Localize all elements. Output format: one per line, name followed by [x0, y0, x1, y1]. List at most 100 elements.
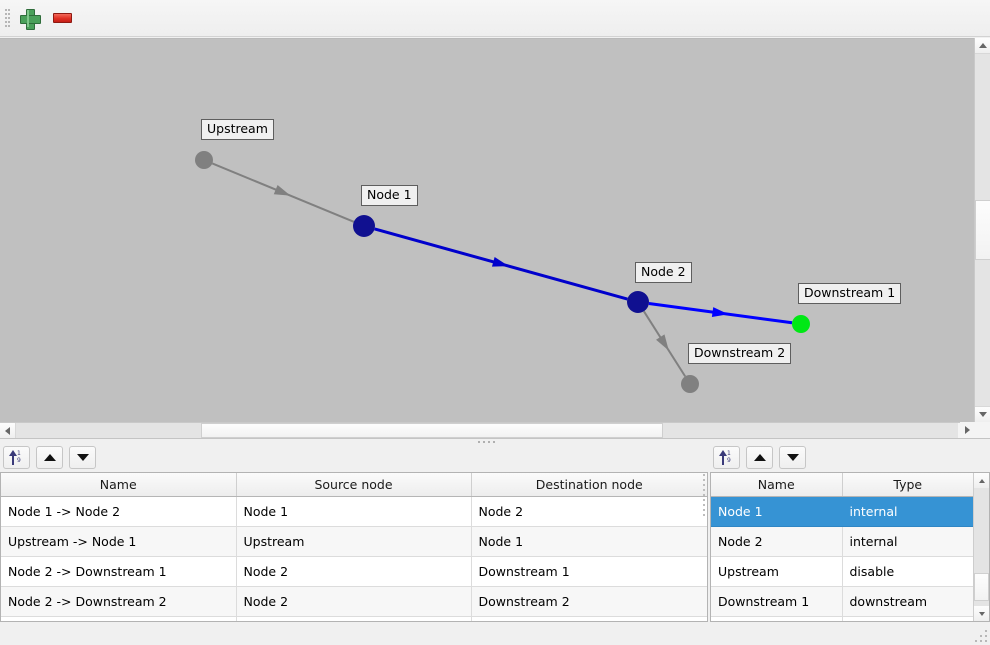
- sort-ascending-icon: 1 9: [718, 450, 735, 465]
- graph-node-label-node2[interactable]: Node 2: [635, 262, 692, 283]
- v-scroll-thumb[interactable]: [975, 200, 990, 260]
- links-cell-3-0[interactable]: Node 2 -> Downstream 2: [1, 586, 237, 617]
- nodes-cell-0-0[interactable]: Node 1: [711, 496, 843, 527]
- chevron-right-icon: [964, 426, 970, 434]
- graph-node-label-node1[interactable]: Node 1: [361, 185, 418, 206]
- plus-icon: [19, 8, 41, 30]
- links-cell-0-2[interactable]: Node 2: [471, 496, 707, 527]
- window-resize-grip[interactable]: [975, 630, 988, 643]
- graph-node-label-upstream[interactable]: Upstream: [201, 119, 274, 140]
- sort-ascending-icon: 1 9: [8, 450, 25, 465]
- links-empty-row: [1, 616, 707, 621]
- links-column-header-1[interactable]: Source node: [236, 473, 472, 497]
- links-move-down-button[interactable]: [69, 446, 96, 469]
- nodes-empty-cell: [842, 616, 973, 621]
- chevron-left-icon: [5, 426, 10, 435]
- graph-node-node2[interactable]: [627, 291, 649, 313]
- toolbar-grip[interactable]: [5, 9, 10, 29]
- nodes-column-header-1[interactable]: Type: [842, 473, 973, 497]
- links-move-up-button[interactable]: [36, 446, 63, 469]
- nodes-move-up-button[interactable]: [746, 446, 773, 469]
- canvas-horizontal-scrollbar[interactable]: [0, 422, 974, 438]
- graph-edge-arrow-upstream-node1: [273, 184, 291, 196]
- add-button[interactable]: [14, 4, 44, 32]
- graph-edge-arrow-node2-downstream1: [711, 307, 729, 318]
- links-empty-cell: [1, 616, 237, 621]
- nodes-cell-2-1[interactable]: disable: [842, 556, 973, 587]
- triangle-down-icon: [76, 454, 89, 461]
- triangle-up-icon: [43, 454, 56, 461]
- nodes-empty-row: [711, 616, 973, 621]
- nodes-cell-2-0[interactable]: Upstream: [711, 556, 843, 587]
- minus-icon: [52, 13, 72, 23]
- splitter-grip: [478, 441, 496, 444]
- horizontal-splitter[interactable]: [0, 438, 990, 445]
- links-cell-3-2[interactable]: Downstream 2: [471, 586, 707, 617]
- links-column-header-2[interactable]: Destination node: [471, 473, 707, 497]
- links-cell-3-1[interactable]: Node 2: [236, 586, 472, 617]
- nodes-cell-3-1[interactable]: downstream: [842, 586, 973, 617]
- graph-node-label-downstream2[interactable]: Downstream 2: [688, 343, 792, 364]
- links-toolbar: 1 9: [0, 444, 708, 471]
- nodes-cell-0-1[interactable]: internal: [842, 496, 973, 527]
- chevron-down-icon: [978, 611, 985, 616]
- nodes-scroll-thumb[interactable]: [974, 573, 989, 601]
- links-cell-0-0[interactable]: Node 1 -> Node 2: [1, 496, 237, 527]
- chevron-down-icon: [979, 412, 987, 417]
- h-scroll-thumb[interactable]: [201, 423, 663, 438]
- links-cell-2-0[interactable]: Node 2 -> Downstream 1: [1, 556, 237, 587]
- graph-edges: [211, 162, 793, 377]
- links-empty-cell: [236, 616, 472, 621]
- graph-node-node1[interactable]: [353, 215, 375, 237]
- nodes-toolbar: 1 9: [710, 444, 990, 471]
- links-cell-1-2[interactable]: Node 1: [471, 526, 707, 557]
- triangle-down-icon: [786, 454, 799, 461]
- canvas-vertical-scrollbar[interactable]: [974, 38, 990, 422]
- links-cell-2-2[interactable]: Downstream 1: [471, 556, 707, 587]
- links-empty-cell: [471, 616, 707, 621]
- nodes-sort-button[interactable]: 1 9: [713, 446, 740, 469]
- scroll-up-button[interactable]: [975, 38, 990, 54]
- nodes-table-scrollbar[interactable]: [973, 473, 989, 621]
- nodes-cell-3-0[interactable]: Downstream 1: [711, 586, 843, 617]
- graph-node-label-downstream1[interactable]: Downstream 1: [798, 283, 902, 304]
- scroll-left-button[interactable]: [0, 423, 16, 438]
- graph-node-downstream2[interactable]: [681, 375, 699, 393]
- links-column-header-0[interactable]: Name: [1, 473, 237, 497]
- links-cell-1-0[interactable]: Upstream -> Node 1: [1, 526, 237, 557]
- nodes-empty-cell: [711, 616, 843, 621]
- graph-node-downstream1[interactable]: [792, 315, 810, 333]
- links-sort-button[interactable]: 1 9: [3, 446, 30, 469]
- remove-button[interactable]: [47, 4, 77, 32]
- vertical-splitter-grip[interactable]: [702, 474, 707, 584]
- links-cell-0-1[interactable]: Node 1: [236, 496, 472, 527]
- nodes-cell-1-0[interactable]: Node 2: [711, 526, 843, 557]
- nodes-scroll-down-button[interactable]: [974, 606, 989, 621]
- links-cell-1-1[interactable]: Upstream: [236, 526, 472, 557]
- graph-node-upstream[interactable]: [195, 151, 213, 169]
- nodes-scroll-up-button[interactable]: [974, 473, 989, 488]
- nodes-move-down-button[interactable]: [779, 446, 806, 469]
- scroll-down-button[interactable]: [975, 406, 990, 422]
- scroll-right-button[interactable]: [960, 422, 974, 438]
- nodes-column-header-0[interactable]: Name: [711, 473, 843, 497]
- links-cell-2-1[interactable]: Node 2: [236, 556, 472, 587]
- nodes-cell-1-1[interactable]: internal: [842, 526, 973, 557]
- main-toolbar: [0, 0, 990, 37]
